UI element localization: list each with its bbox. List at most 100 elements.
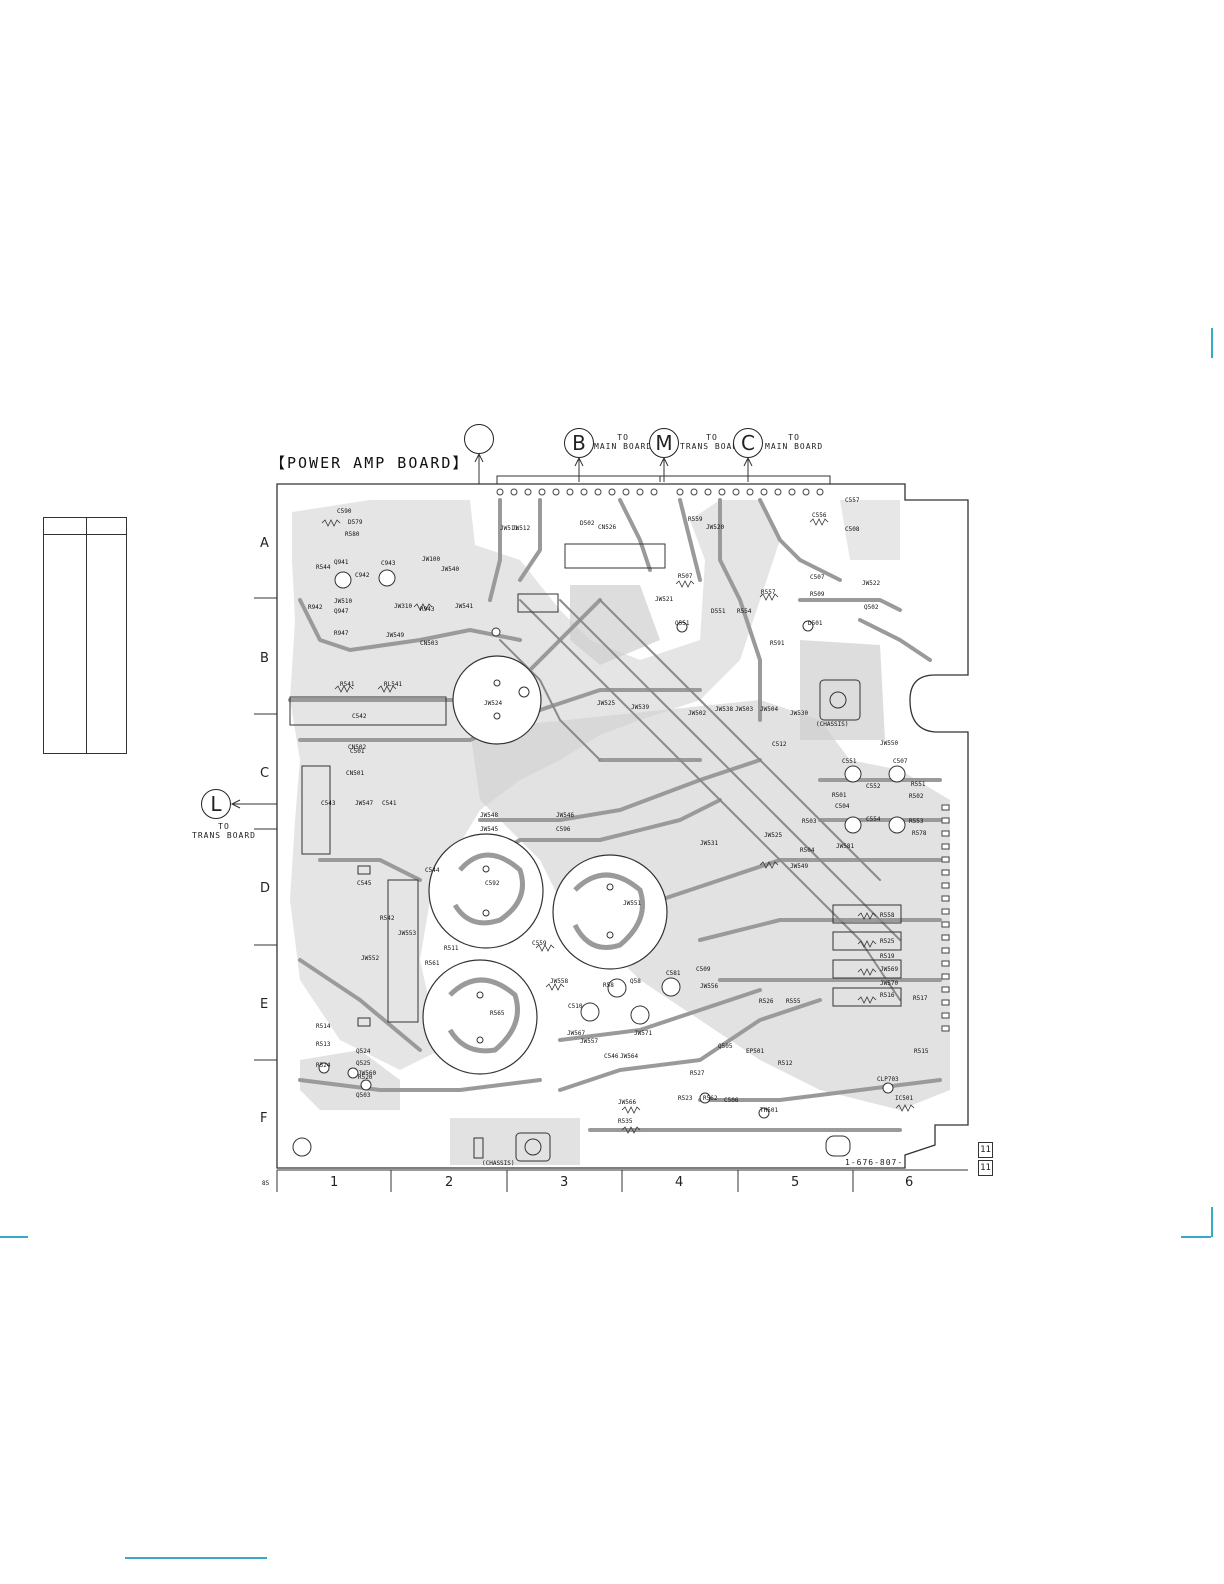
component-ref: JW504 bbox=[760, 706, 779, 713]
column-label-1: 1 bbox=[330, 1175, 339, 1190]
row-label-e: E bbox=[260, 997, 269, 1012]
component-ref: CN501 bbox=[346, 770, 365, 777]
connector-blank-circle bbox=[464, 424, 494, 454]
component-ref: JW525 bbox=[597, 700, 616, 707]
component-ref: R591 bbox=[770, 640, 785, 647]
component-ref: C552 bbox=[866, 783, 881, 790]
component-ref: JW503 bbox=[735, 706, 754, 713]
component-ref: JW569 bbox=[880, 966, 899, 973]
column-label-2: 2 bbox=[445, 1175, 454, 1190]
component-ref: JW539 bbox=[631, 704, 650, 711]
component-ref: CLP703 bbox=[877, 1076, 899, 1083]
row-label-b: B bbox=[260, 651, 269, 666]
component-ref: JW549 bbox=[790, 863, 809, 870]
component-ref: RL541 bbox=[384, 681, 403, 688]
component-ref: R501 bbox=[832, 792, 847, 799]
component-ref: C545 bbox=[357, 880, 372, 887]
component-ref: R561 bbox=[425, 960, 440, 967]
component-ref: Q503 bbox=[356, 1092, 371, 1099]
side-reference-table bbox=[43, 517, 127, 754]
component-ref: C512 bbox=[772, 741, 787, 748]
column-label-5: 5 bbox=[791, 1175, 800, 1190]
corner-mark-2: 11 bbox=[978, 1160, 993, 1176]
component-ref: Q551 bbox=[675, 620, 690, 627]
component-ref: Q505 bbox=[718, 1043, 733, 1050]
component-ref: C501 bbox=[350, 748, 365, 755]
component-ref: R542 bbox=[380, 915, 395, 922]
component-ref: C592 bbox=[485, 880, 500, 887]
row-label-a: A bbox=[260, 536, 269, 551]
component-ref: R947 bbox=[334, 630, 349, 637]
component-ref: Q947 bbox=[334, 608, 349, 615]
component-ref: C541 bbox=[382, 800, 397, 807]
component-ref: CN526 bbox=[598, 524, 617, 531]
component-ref: CN502 bbox=[348, 744, 367, 751]
component-ref: R512 bbox=[778, 1060, 793, 1067]
connector-l-label: TO TRANS BOARD bbox=[192, 822, 256, 840]
component-ref: R503 bbox=[802, 818, 817, 825]
component-ref: R502 bbox=[909, 793, 924, 800]
component-ref: Q524 bbox=[356, 1048, 371, 1055]
component-ref: R523 bbox=[678, 1095, 693, 1102]
component-ref: R541 bbox=[340, 681, 355, 688]
component-ref: D501 bbox=[808, 620, 823, 627]
component-ref: JW521 bbox=[655, 596, 674, 603]
connector-c-label: TO MAIN BOARD bbox=[765, 433, 824, 451]
component-ref: R516 bbox=[880, 992, 895, 999]
component-ref: R58 bbox=[603, 982, 614, 989]
crop-mark-bottom-right-h bbox=[1181, 1236, 1211, 1238]
component-ref: C943 bbox=[381, 560, 396, 567]
component-ref: R504 bbox=[800, 847, 815, 854]
component-ref: JW567 bbox=[567, 1030, 586, 1037]
component-ref: R551 bbox=[911, 781, 926, 788]
component-ref: R507 bbox=[678, 573, 693, 580]
component-ref: R562 bbox=[703, 1095, 718, 1102]
component-ref: EP501 bbox=[746, 1048, 765, 1055]
component-ref: C559 bbox=[532, 940, 547, 947]
component-ref: JW558 bbox=[550, 978, 569, 985]
component-ref: JW550 bbox=[880, 740, 899, 747]
component-ref: C551 bbox=[842, 758, 857, 765]
component-ref: C510 bbox=[568, 1003, 583, 1010]
component-ref: R553 bbox=[909, 818, 924, 825]
component-ref: R514 bbox=[316, 1023, 331, 1030]
component-ref: C556 bbox=[812, 512, 827, 519]
corner-mark-1: 11 bbox=[978, 1142, 993, 1158]
component-ref: R515 bbox=[914, 1048, 929, 1055]
component-ref: JW566 bbox=[618, 1099, 637, 1106]
page-code: 85 bbox=[262, 1180, 270, 1187]
connector-m-circle: M bbox=[649, 428, 679, 458]
component-ref: R525 bbox=[880, 938, 895, 945]
component-ref: JW549 bbox=[386, 632, 405, 639]
component-ref: CN503 bbox=[420, 640, 439, 647]
component-ref: R559 bbox=[688, 516, 703, 523]
component-ref: C590 bbox=[337, 508, 352, 515]
component-ref: JW560 bbox=[358, 1070, 377, 1077]
component-ref: JW541 bbox=[455, 603, 474, 610]
component-ref: JW524 bbox=[484, 700, 503, 707]
component-ref: R526 bbox=[759, 998, 774, 1005]
component-ref: JW511 bbox=[500, 525, 519, 532]
component-ref: Q58 bbox=[630, 978, 641, 985]
component-ref: JW571 bbox=[634, 1030, 653, 1037]
component-ref: C506 bbox=[724, 1097, 739, 1104]
component-ref: TH501 bbox=[760, 1107, 779, 1114]
connector-b-label: TO MAIN BOARD bbox=[594, 433, 653, 451]
component-ref: JW552 bbox=[361, 955, 380, 962]
component-ref: JW531 bbox=[700, 840, 719, 847]
component-ref: JW530 bbox=[790, 710, 809, 717]
component-ref: C581 bbox=[666, 970, 681, 977]
component-ref: JW545 bbox=[480, 826, 499, 833]
component-ref: R527 bbox=[690, 1070, 705, 1077]
component-ref: Q502 bbox=[864, 604, 879, 611]
component-ref: JW548 bbox=[480, 812, 499, 819]
component-ref: JW564 bbox=[620, 1053, 639, 1060]
component-ref: C542 bbox=[352, 713, 367, 720]
component-ref: R524 bbox=[316, 1062, 331, 1069]
component-ref: R578 bbox=[912, 830, 927, 837]
component-ref: JW310 bbox=[394, 603, 413, 610]
component-ref: C504 bbox=[835, 803, 850, 810]
component-ref: D502 bbox=[580, 520, 595, 527]
component-ref: Q525 bbox=[356, 1060, 371, 1067]
